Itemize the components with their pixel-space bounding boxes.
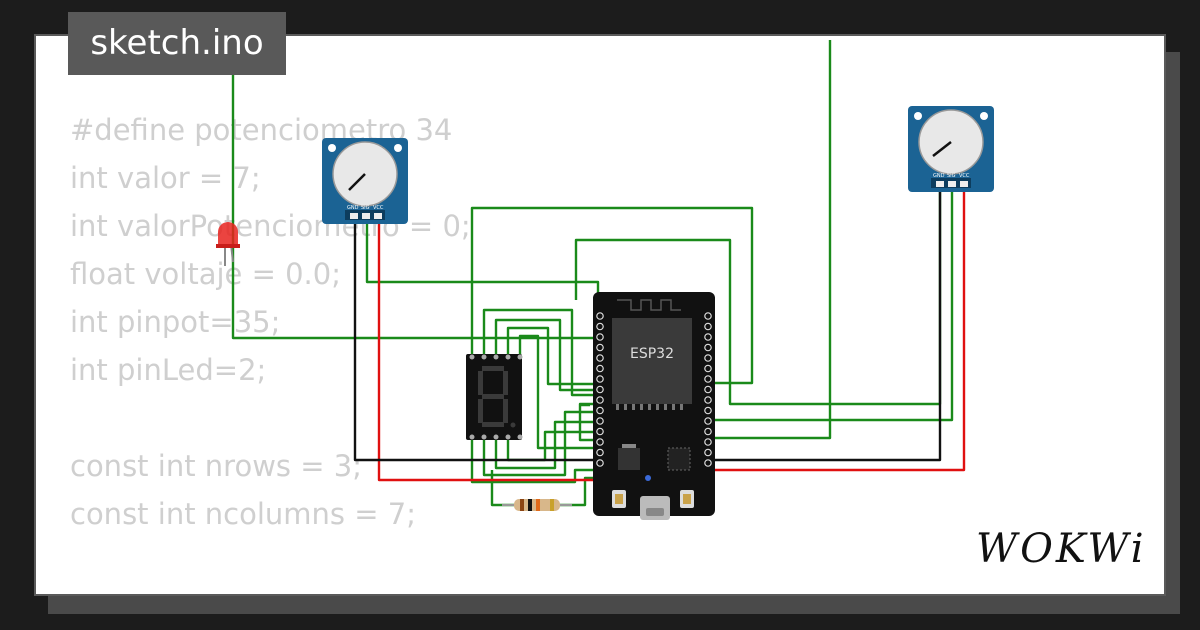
wire-green[interactable] xyxy=(490,470,598,507)
led-red[interactable] xyxy=(216,222,240,266)
header-pin[interactable] xyxy=(704,312,712,320)
wire-green[interactable] xyxy=(518,334,598,450)
header-pin[interactable] xyxy=(596,396,604,404)
wire-green[interactable] xyxy=(482,308,598,397)
wire-green[interactable] xyxy=(708,40,832,440)
header-pin[interactable] xyxy=(704,375,712,383)
header-pin[interactable] xyxy=(704,417,712,425)
esp32-board[interactable]: ESP32 xyxy=(593,292,715,520)
potentiometer-left[interactable]: GND SIG VCC xyxy=(322,138,408,224)
header-pin[interactable] xyxy=(596,459,604,467)
code-line: const int ncolumns = 7; xyxy=(70,497,416,531)
header-pin[interactable] xyxy=(704,406,712,415)
wire-green[interactable] xyxy=(470,438,598,484)
resistor[interactable] xyxy=(502,499,572,511)
header-pin[interactable] xyxy=(596,312,604,320)
code-line: int pinpot=35; xyxy=(70,305,281,339)
header-pin[interactable] xyxy=(704,333,712,341)
header-pin[interactable] xyxy=(596,375,604,383)
header-pin[interactable] xyxy=(704,459,712,467)
wire-green[interactable] xyxy=(470,206,754,385)
wire-green[interactable] xyxy=(494,420,598,470)
header-pin[interactable] xyxy=(596,448,604,457)
wire-red[interactable] xyxy=(708,185,966,472)
header-pin[interactable] xyxy=(596,385,604,394)
wire-green[interactable] xyxy=(231,40,598,340)
header-pin[interactable] xyxy=(596,322,604,331)
wire-black[interactable] xyxy=(708,185,942,462)
header-pin[interactable] xyxy=(704,322,712,331)
header-pin[interactable] xyxy=(596,364,604,373)
wire-red[interactable] xyxy=(377,215,598,482)
header-pin[interactable] xyxy=(704,448,712,457)
header-pin[interactable] xyxy=(596,406,604,415)
header-pin[interactable] xyxy=(596,333,604,341)
header-pin[interactable] xyxy=(704,396,712,404)
pin-label: GND xyxy=(933,173,945,179)
header-pin[interactable] xyxy=(704,427,712,436)
pin-label: VCC xyxy=(959,173,970,179)
wire-green[interactable] xyxy=(482,410,598,477)
header-pin[interactable] xyxy=(596,427,604,436)
code-line: const int nrows = 3; xyxy=(70,449,362,483)
wire-green[interactable] xyxy=(578,402,598,442)
code-background: #define potenciometro 34 int valor = 7; … xyxy=(70,106,471,538)
pin-label: SIG xyxy=(361,205,370,211)
wire-green[interactable] xyxy=(365,215,600,318)
header-pin[interactable] xyxy=(704,385,712,394)
header-pin[interactable] xyxy=(596,417,604,425)
header-pin[interactable] xyxy=(596,438,604,446)
header-pin[interactable] xyxy=(596,354,604,362)
pin-label: VCC xyxy=(373,205,384,211)
code-line: float voltaje = 0.0; xyxy=(70,257,341,291)
header-pin[interactable] xyxy=(596,343,604,352)
pin-label: GND xyxy=(347,205,359,211)
code-line: int pinLed=2; xyxy=(70,353,267,387)
pin-label: SIG xyxy=(947,173,956,179)
wire-green[interactable] xyxy=(494,318,598,392)
wire-black[interactable] xyxy=(353,215,598,462)
file-tab[interactable]: sketch.ino xyxy=(68,12,286,75)
code-line: int valor = 7; xyxy=(70,161,261,195)
wokwi-logo: WOKWi xyxy=(976,526,1147,572)
wire-green[interactable] xyxy=(708,185,954,422)
header-pin[interactable] xyxy=(704,343,712,352)
board-label: ESP32 xyxy=(630,346,674,362)
header-pin[interactable] xyxy=(704,354,712,362)
header-pin[interactable] xyxy=(704,438,712,446)
potentiometer-right[interactable]: GND SIG VCC xyxy=(908,106,994,192)
seven-segment-display[interactable] xyxy=(466,354,523,440)
wire-green[interactable] xyxy=(506,326,598,386)
header-pin[interactable] xyxy=(704,364,712,373)
